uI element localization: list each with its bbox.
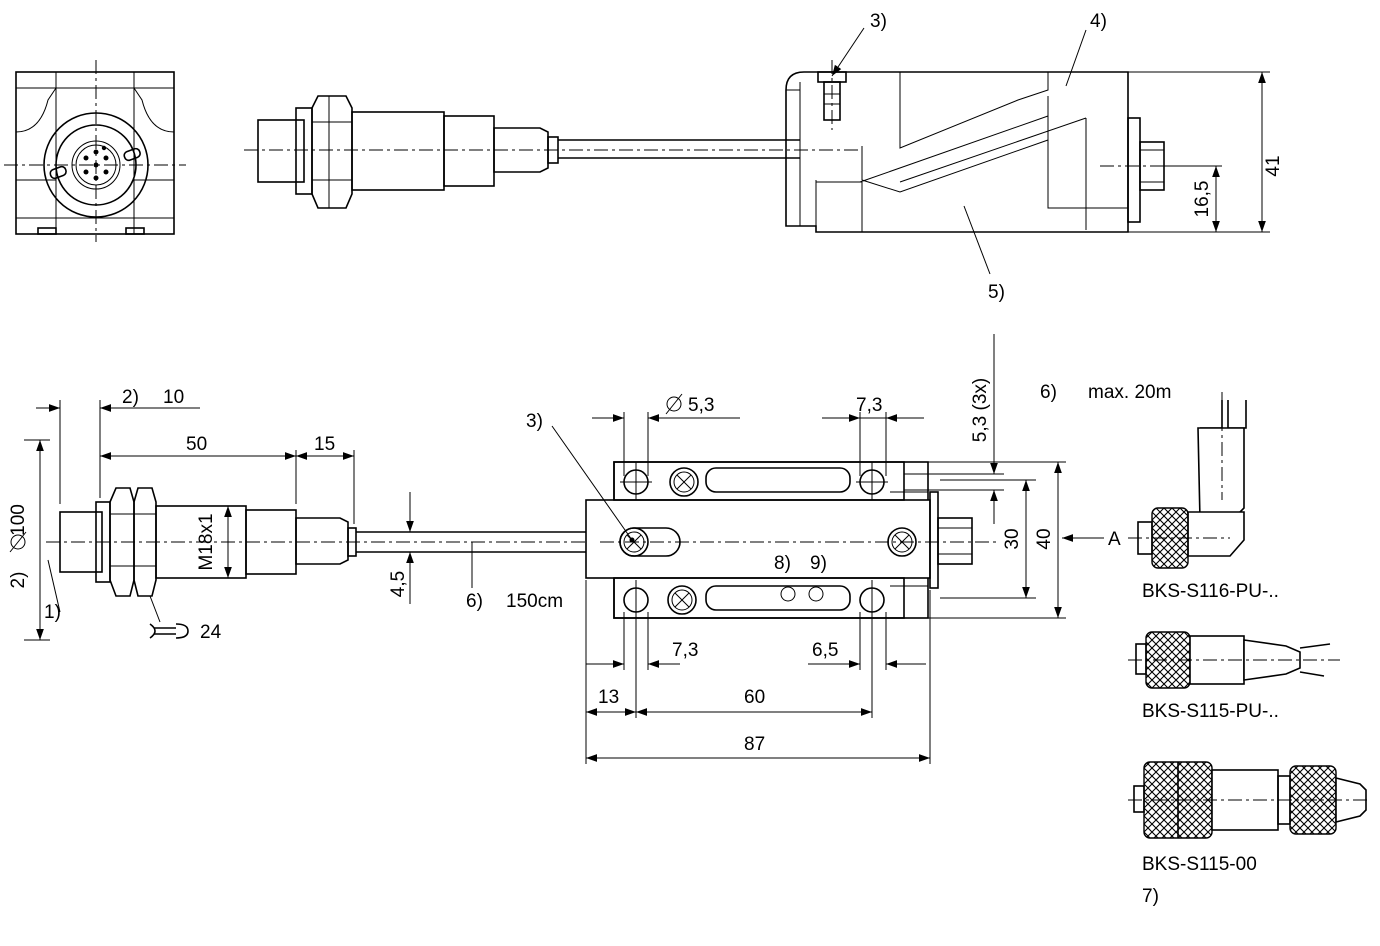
dim-40: 40 bbox=[1034, 528, 1055, 549]
dim-5-3-3x: 5,3 (3x) bbox=[970, 378, 991, 442]
dim-m18: M18x1 bbox=[196, 513, 217, 570]
dim-7-3-bottom: 7,3 bbox=[672, 640, 698, 661]
dim-16-5: 16,5 bbox=[1192, 181, 1213, 218]
callout-5: 5) bbox=[988, 282, 1005, 303]
callout-7: 7) bbox=[1142, 886, 1159, 907]
dim-13: 13 bbox=[598, 687, 619, 708]
dim-100: 100 bbox=[8, 504, 29, 536]
screw-4 bbox=[667, 585, 697, 615]
connector-s115-pu bbox=[1128, 631, 1340, 689]
callout-4: 4) bbox=[1090, 11, 1107, 32]
diameter-symbol bbox=[10, 534, 26, 550]
connector-s116 bbox=[1128, 392, 1247, 569]
screw-1 bbox=[669, 467, 699, 497]
connector-s115-00-label: BKS-S115-00 bbox=[1142, 854, 1257, 875]
callout-6-cable: 6) bbox=[466, 591, 483, 612]
dim-87: 87 bbox=[744, 734, 765, 755]
callout-3-top: 3) bbox=[870, 11, 887, 32]
dim-41: 41 bbox=[1263, 155, 1284, 176]
dim-4-5: 4,5 bbox=[388, 571, 409, 597]
callout-6-max: 6) bbox=[1040, 382, 1057, 403]
callout-1: 1) bbox=[44, 602, 61, 623]
view-a-label: A bbox=[1108, 529, 1121, 550]
connector-s116-label: BKS-S116-PU-.. bbox=[1142, 581, 1279, 602]
dim-7-3-top: 7,3 bbox=[856, 395, 882, 416]
dim-15: 15 bbox=[314, 434, 335, 455]
dim-6-5: 6,5 bbox=[812, 640, 838, 661]
callout-8: 8) bbox=[774, 553, 791, 574]
diameter-symbol-hole bbox=[666, 396, 682, 412]
connector-s115-00 bbox=[1128, 761, 1370, 839]
dim-60: 60 bbox=[744, 687, 765, 708]
side-view-housing bbox=[785, 27, 1270, 275]
plan-view-housing bbox=[551, 334, 1104, 764]
connector-s115-pu-label: BKS-S115-PU-.. bbox=[1142, 701, 1279, 722]
callout-2-left: 2) bbox=[8, 572, 29, 589]
max-cable-length: max. 20m bbox=[1088, 382, 1171, 403]
callout-3-plan: 3) bbox=[526, 411, 543, 432]
side-view-sensor bbox=[244, 95, 860, 209]
dim-hole-5-3: 5,3 bbox=[688, 395, 714, 416]
cable-length: 150cm bbox=[506, 591, 563, 612]
sensor-detail bbox=[24, 400, 630, 641]
callout-2-top: 2) bbox=[122, 387, 139, 408]
dim-30: 30 bbox=[1002, 528, 1023, 549]
dim-10: 10 bbox=[163, 387, 184, 408]
end-view bbox=[4, 60, 186, 242]
dim-24: 24 bbox=[200, 622, 222, 643]
callout-9: 9) bbox=[810, 553, 827, 574]
dim-50: 50 bbox=[186, 434, 207, 455]
